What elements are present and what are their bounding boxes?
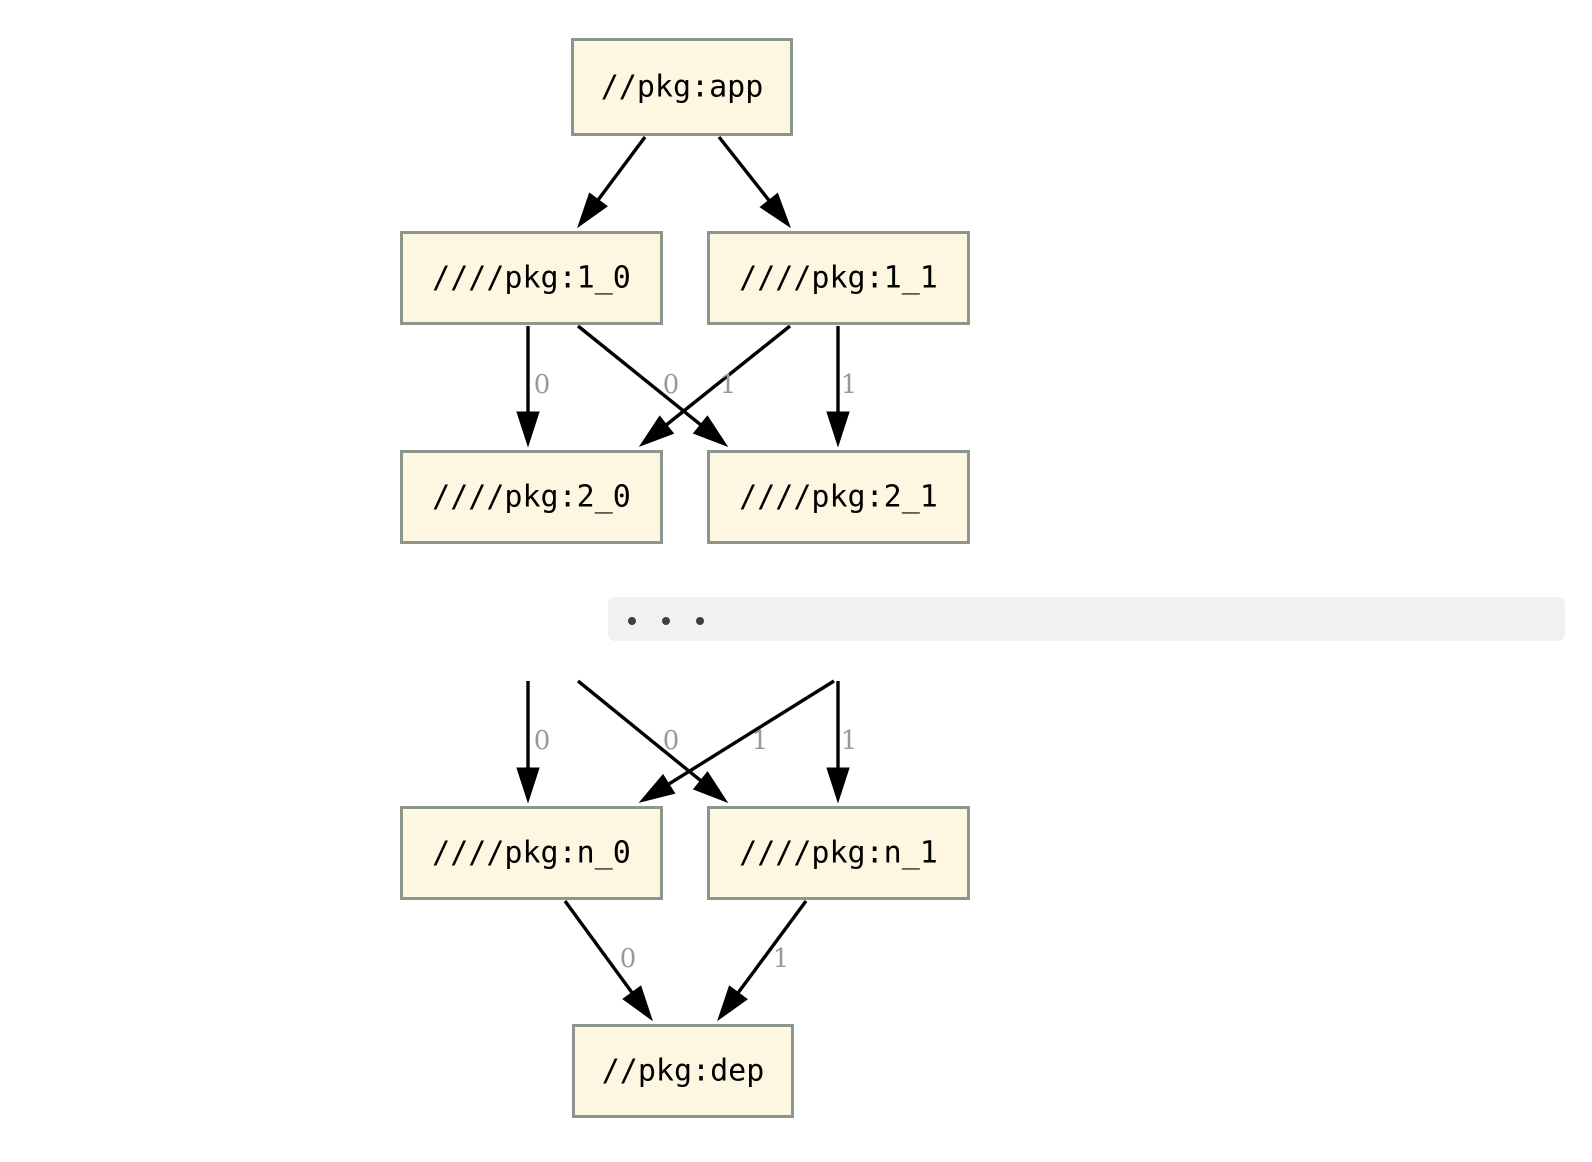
edge-arrowhead: [692, 415, 729, 448]
edge-arrowhead: [692, 771, 729, 804]
graph-edge: [826, 326, 850, 448]
graph-edge: [576, 679, 729, 804]
edge-label: 1: [773, 944, 790, 974]
graph-edge: [638, 679, 835, 803]
edge-label: 0: [663, 726, 680, 756]
edge-arrowhead: [717, 985, 748, 1022]
edge-label: 1: [752, 726, 769, 756]
node-label: ////pkg:n_1: [739, 836, 938, 871]
graph-edge: [516, 326, 540, 448]
ellipsis-dots: [628, 617, 704, 625]
node-box[interactable]: [707, 806, 970, 900]
edge-line: [593, 135, 647, 206]
ellipsis-dot: [662, 617, 670, 625]
graph-edge: [638, 324, 792, 448]
node-label: ////pkg:2_1: [739, 480, 938, 515]
node-label: ////pkg:2_0: [432, 480, 631, 515]
edge-label: 1: [841, 726, 858, 756]
node-label: //pkg:dep: [602, 1054, 765, 1089]
edge-line: [733, 899, 808, 999]
edge-arrowhead: [622, 985, 653, 1022]
node-label: //pkg:app: [601, 70, 764, 105]
edges-layer: [516, 135, 850, 1022]
node-box[interactable]: [707, 450, 970, 544]
ellipsis-dot: [628, 617, 636, 625]
edge-arrowhead: [516, 767, 540, 804]
edge-arrowhead: [577, 192, 608, 229]
node-box[interactable]: [707, 231, 970, 325]
graph-edge: [577, 135, 647, 229]
node-box[interactable]: [572, 1024, 794, 1118]
node-box[interactable]: [571, 38, 793, 136]
edge-arrowhead: [826, 411, 850, 448]
nodes-layer: //pkg:app ////pkg:1_0 ////pkg:1_1 ////pkg:2…: [400, 38, 970, 1118]
node-label: ////pkg:n_0: [432, 836, 631, 871]
graph-node-n2_1[interactable]: ////pkg:2_1: [707, 450, 970, 544]
node-box[interactable]: [400, 231, 663, 325]
graph-edge: [563, 899, 653, 1022]
edge-labels-layer: 0 0 1 1 0 0 1 1 0 1: [534, 370, 858, 974]
graph-edge: [826, 681, 850, 804]
node-label: ////pkg:1_0: [432, 261, 631, 296]
node-label: ////pkg:1_1: [739, 261, 938, 296]
edge-label: 1: [841, 370, 858, 400]
graph-node-dep[interactable]: //pkg:dep: [572, 1024, 794, 1118]
edge-line: [660, 324, 792, 430]
edge-arrowhead: [826, 767, 850, 804]
edge-arrowhead: [516, 411, 540, 448]
edge-arrowhead: [638, 415, 675, 448]
graph-edge: [717, 135, 792, 229]
edge-label: 0: [534, 370, 551, 400]
graph-edge: [717, 899, 808, 1022]
edge-line: [576, 324, 707, 430]
graph-node-nn_0[interactable]: ////pkg:n_0: [400, 806, 663, 900]
node-box[interactable]: [400, 450, 663, 544]
graph-node-n1_1[interactable]: ////pkg:1_1: [707, 231, 970, 325]
graph-node-n2_0[interactable]: ////pkg:2_0: [400, 450, 663, 544]
edge-label: 0: [663, 370, 680, 400]
graph-node-n1_0[interactable]: ////pkg:1_0: [400, 231, 663, 325]
node-box[interactable]: [400, 806, 663, 900]
edge-line: [563, 899, 637, 999]
graph-node-app[interactable]: //pkg:app: [571, 38, 793, 136]
ellipsis-separator-band: [608, 597, 1565, 641]
edge-arrowhead: [638, 773, 676, 803]
edge-label: 0: [534, 726, 551, 756]
edge-label: 1: [720, 370, 737, 400]
edge-line: [662, 679, 835, 789]
graph-edge: [516, 681, 540, 804]
edge-arrowhead: [759, 192, 792, 229]
edge-line: [576, 679, 707, 786]
edge-line: [717, 135, 774, 207]
edge-label: 0: [620, 944, 637, 974]
graph-node-nn_1[interactable]: ////pkg:n_1: [707, 806, 970, 900]
ellipsis-dot: [696, 617, 704, 625]
